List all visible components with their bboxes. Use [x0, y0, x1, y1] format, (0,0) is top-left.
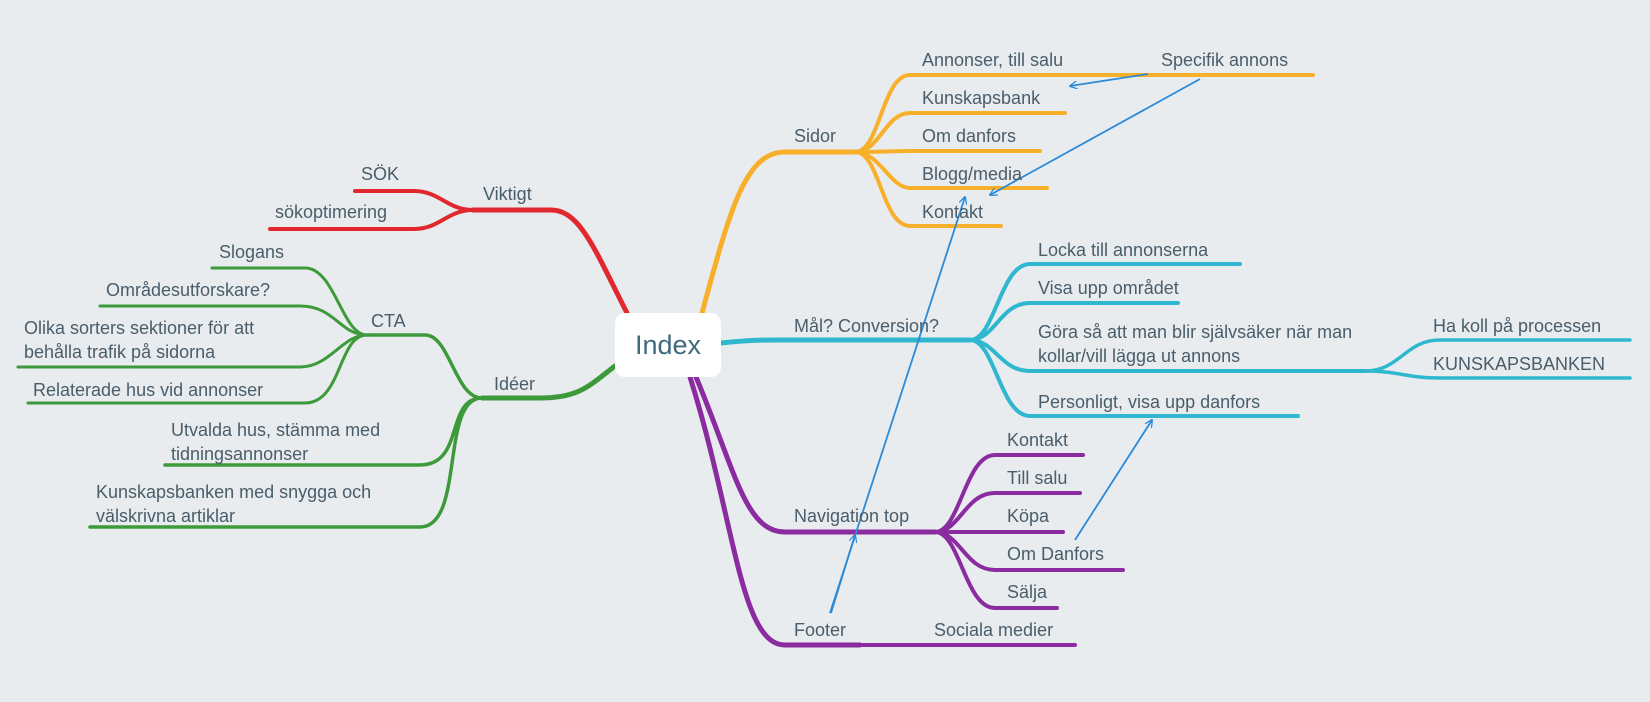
node-om-danfors-sida-text: Om danfors: [922, 126, 1017, 146]
node-kunskapsbank[interactable]: Kunskapsbank: [922, 88, 1041, 108]
node-mal-conversion[interactable]: Mål? Conversion?: [794, 316, 940, 336]
node-navigation-top[interactable]: Navigation top: [794, 506, 910, 526]
connector-navigation-children: [933, 453, 1125, 610]
node-slogans[interactable]: Slogans: [219, 242, 285, 262]
node-kunskapsbanken-artiklar[interactable]: Kunskapsbanken med snygga och välskrivna…: [96, 482, 372, 526]
connector-root-navigation: [687, 374, 938, 648]
connector-goral-children: [1363, 338, 1632, 380]
node-nav-kontakt[interactable]: Kontakt: [1007, 430, 1069, 450]
node-kunskapsbanken-caps[interactable]: KUNSKAPSBANKEN: [1433, 354, 1606, 374]
node-cta[interactable]: CTA: [371, 311, 406, 331]
node-gora-sjalvsaker[interactable]: Göra så att man blir självsäker när man …: [1038, 322, 1353, 366]
connector-root-mal: [718, 337, 973, 346]
node-specifik-annons[interactable]: Specifik annons: [1161, 50, 1289, 70]
node-annonser-till-salu[interactable]: Annonser, till salu: [922, 50, 1064, 70]
connector-root-viktigt: [470, 207, 630, 316]
node-visa-omradet[interactable]: Visa upp området: [1038, 278, 1179, 298]
node-personligt-danfors[interactable]: Personligt, visa upp danfors: [1038, 392, 1261, 412]
node-sok[interactable]: SÖK: [361, 164, 400, 184]
node-omradesutforskare[interactable]: Områdesutforskare?: [106, 280, 271, 300]
node-olika-sektioner[interactable]: Olika sorters sektioner för att behålla …: [24, 318, 255, 362]
connector-ideer-children: [88, 333, 484, 529]
node-locka-annonserna[interactable]: Locka till annonserna: [1038, 240, 1209, 260]
node-nav-salja[interactable]: Sälja: [1007, 582, 1048, 602]
node-nav-till-salu[interactable]: Till salu: [1007, 468, 1068, 488]
node-nav-kopa[interactable]: Köpa: [1007, 506, 1050, 526]
node-sokoptimering[interactable]: sökoptimering: [275, 202, 388, 222]
node-viktigt[interactable]: Viktigt: [483, 184, 532, 204]
node-nav-om-danfors[interactable]: Om Danfors: [1007, 544, 1105, 564]
connector-root-ideer: [479, 363, 618, 401]
connector-root-sidor: [699, 149, 858, 316]
node-relaterade-hus[interactable]: Relaterade hus vid annonser: [33, 380, 264, 400]
node-ha-koll-processen[interactable]: Ha koll på processen: [1433, 316, 1602, 336]
node-kontakt-sida[interactable]: Kontakt: [922, 202, 984, 222]
relationship-arrows: [829, 73, 1201, 614]
connector-mal-children: [968, 262, 1367, 418]
node-footer[interactable]: Footer: [794, 620, 847, 640]
connector-viktigt-children: [268, 189, 475, 231]
connector-cta-children: [16, 266, 369, 405]
node-om-danfors-sida[interactable]: Om danfors: [922, 124, 1016, 148]
node-ideer[interactable]: Idéer: [494, 374, 536, 394]
root-node[interactable]: Index: [615, 313, 721, 377]
node-sidor[interactable]: Sidor: [794, 126, 837, 146]
connector-sidor-children: [853, 73, 1315, 228]
node-blogg-media[interactable]: Blogg/media: [922, 164, 1023, 184]
node-sociala-medier[interactable]: Sociala medier: [934, 620, 1054, 640]
node-utvalda-hus[interactable]: Utvalda hus, stämma med tidningsannonser: [171, 420, 381, 464]
